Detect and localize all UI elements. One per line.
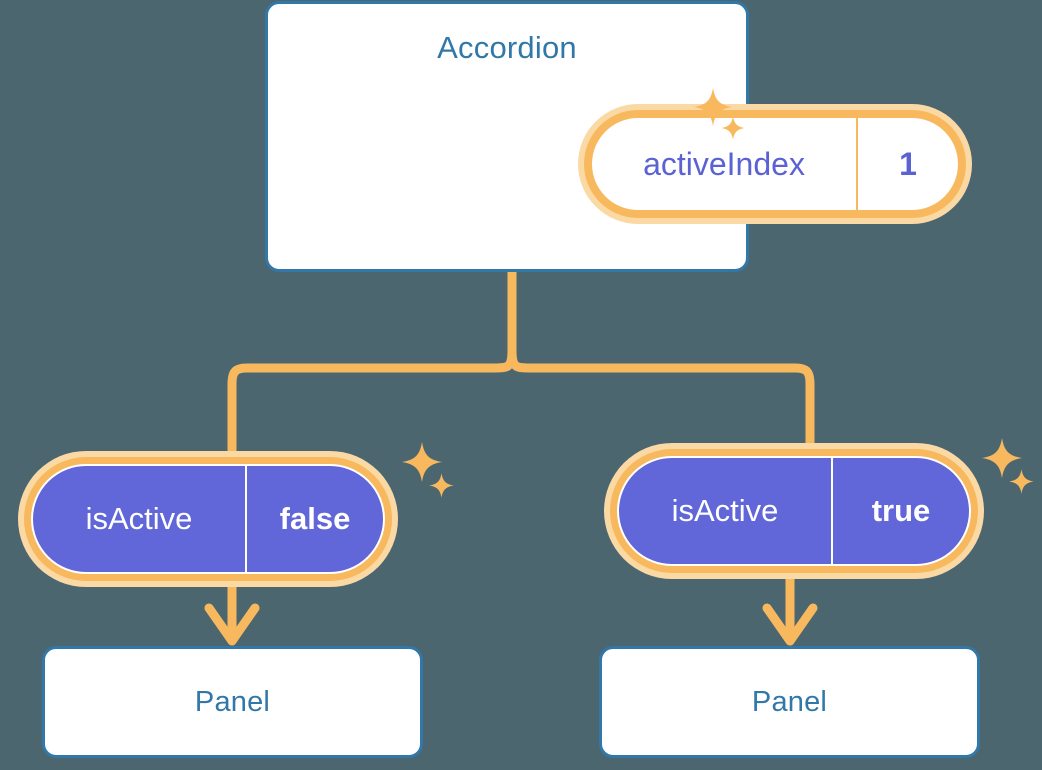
state-pill-ring: activeIndex 1 xyxy=(584,110,966,218)
state-value-is-active-left: false xyxy=(279,501,351,536)
arrow-down-icon-right xyxy=(762,579,818,646)
state-pill-body: isActive true xyxy=(617,456,971,566)
arrow-down-icon-left xyxy=(204,587,260,646)
sparkle-four-point-large xyxy=(401,441,443,483)
state-pill-ring: isActive true xyxy=(610,449,978,573)
state-pill-body: activeIndex 1 xyxy=(592,118,958,210)
state-pill-active-index[interactable]: activeIndex 1 xyxy=(578,104,972,224)
state-value-is-active-right: true xyxy=(871,493,931,528)
component-title-accordion: Accordion xyxy=(437,30,577,65)
component-title-panel-left: Panel xyxy=(194,685,271,718)
sparkle-four-point-small xyxy=(1009,469,1034,494)
component-box-accordion[interactable]: Accordion activeIndex 1 xyxy=(265,1,972,272)
state-pill-is-active-true[interactable]: isActive true xyxy=(604,443,984,579)
sparkle-group-left xyxy=(400,440,460,500)
state-value-active-index: 1 xyxy=(899,145,917,182)
tree-connector xyxy=(227,267,815,456)
state-key-is-active-left: isActive xyxy=(33,466,247,572)
component-title-panel-right: Panel xyxy=(751,685,828,718)
state-key-active-index: activeIndex xyxy=(592,118,858,210)
state-pill-is-active-false[interactable]: isActive false xyxy=(18,451,398,587)
state-pill-ring: isActive false xyxy=(24,457,392,581)
state-pill-body: isActive false xyxy=(31,464,385,574)
state-key-is-active-right: isActive xyxy=(619,458,833,564)
sparkle-group-right xyxy=(980,436,1040,496)
component-box-panel-left[interactable]: Panel xyxy=(42,646,423,758)
component-box-panel-right[interactable]: Panel xyxy=(599,646,980,758)
sparkle-four-point-large xyxy=(981,437,1023,479)
sparkle-four-point-small xyxy=(429,473,454,498)
